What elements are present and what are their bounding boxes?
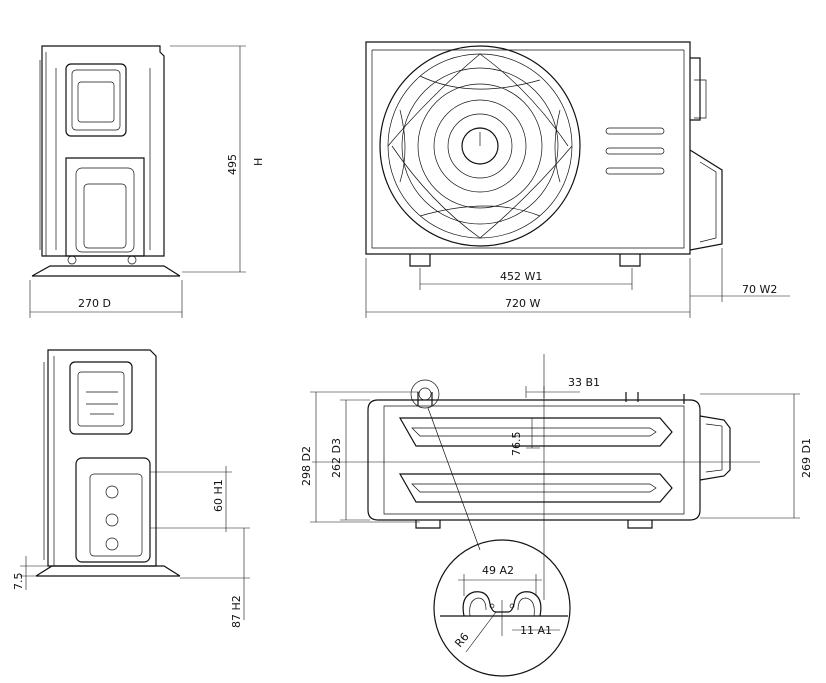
h1-label: 60 H1 [212,479,225,512]
side-view [31,45,181,277]
d2-label: 298 D2 [300,446,313,486]
w2-label: 70 W2 [742,283,777,296]
height-letter-label: H [252,158,265,166]
front-view [365,41,723,267]
rear-view [35,349,181,577]
h2-label: 87 H2 [230,595,243,628]
w1-label: 452 W1 [500,270,542,283]
height-value-label: 495 [226,154,239,175]
top-view-dimensions [310,354,800,600]
front-view-dimensions [365,248,790,318]
small-dim-label: 76.5 [510,432,523,457]
detail-view [433,539,571,677]
r6-label: R6 [452,630,471,650]
depth-label: 270 D [78,297,111,310]
rear-view-dimensions [20,466,250,620]
d1-label: 269 D1 [800,438,813,478]
w-label: 720 W [505,297,540,310]
a1-label: 11 A1 [520,624,552,637]
foot-label: 7.5 [12,573,25,591]
top-view [367,379,731,551]
a2-label: 49 A2 [482,564,514,577]
d3-label: 262 D3 [330,438,343,478]
side-view-dimensions [29,45,246,318]
b1-label: 33 B1 [568,376,600,389]
